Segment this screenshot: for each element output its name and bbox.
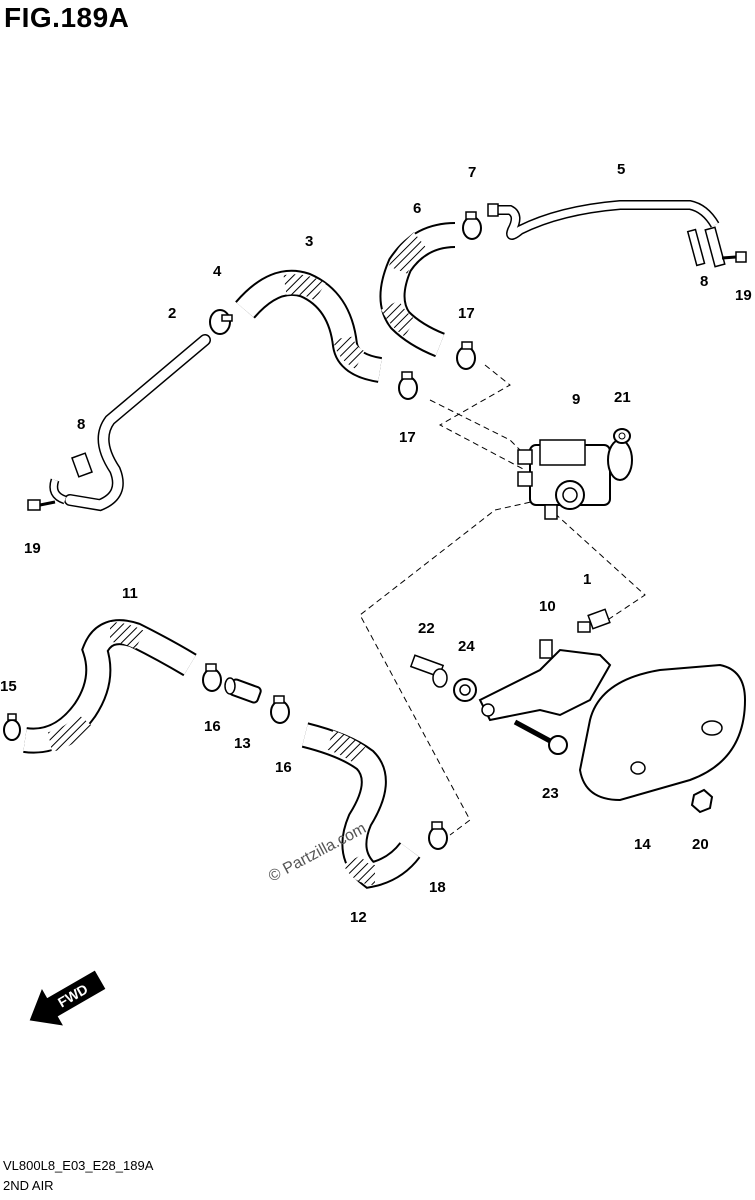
callout-18: 18 xyxy=(429,879,446,896)
bolt-19-left xyxy=(27,499,56,511)
callout-17-upper: 17 xyxy=(458,305,475,322)
hose-11 xyxy=(23,619,197,754)
cover-14 xyxy=(578,663,747,802)
callout-23: 23 xyxy=(542,785,559,802)
nut-20 xyxy=(690,788,714,814)
callout-2: 2 xyxy=(168,305,176,322)
callout-5: 5 xyxy=(617,161,625,178)
hose-12 xyxy=(301,722,421,889)
callout-labels: 1 2 3 4 5 6 7 8 8 9 10 11 12 13 14 15 16… xyxy=(0,161,752,926)
callout-12: 12 xyxy=(350,909,367,926)
callout-15: 15 xyxy=(0,678,17,695)
callout-16-left: 16 xyxy=(204,718,221,735)
washer-21 xyxy=(613,428,631,444)
clamp-17-lower xyxy=(398,371,418,400)
callout-19-left: 19 xyxy=(24,540,41,557)
clamp-8-left xyxy=(71,452,93,478)
callout-24: 24 xyxy=(458,638,475,655)
footer-code: VL800L8_E03_E28_189A xyxy=(3,1158,154,1173)
bolt-19-right xyxy=(721,251,747,263)
callout-19-right: 19 xyxy=(735,287,752,304)
figure-title: FIG.189A xyxy=(4,2,130,33)
bolt-23 xyxy=(513,719,568,755)
clamp-4 xyxy=(209,309,233,335)
bolt-22 xyxy=(409,654,448,688)
clamp-17-upper xyxy=(456,341,476,370)
callout-8-right: 8 xyxy=(700,273,708,290)
callout-16-right: 16 xyxy=(275,759,292,776)
clamp-18 xyxy=(428,821,448,850)
hose-3 xyxy=(235,269,383,383)
bracket-10 xyxy=(478,639,612,722)
hose-6 xyxy=(379,222,456,358)
sensor-10 xyxy=(577,608,611,633)
clamp-15 xyxy=(3,713,21,741)
callout-4: 4 xyxy=(213,263,222,280)
callout-17-lower: 17 xyxy=(399,429,416,446)
callout-11: 11 xyxy=(122,585,138,602)
fwd-arrow: FWD xyxy=(29,970,106,1026)
callout-13: 13 xyxy=(234,735,251,752)
callout-14: 14 xyxy=(634,836,651,853)
callout-22: 22 xyxy=(418,620,435,637)
callout-10: 10 xyxy=(539,598,556,615)
callout-7: 7 xyxy=(468,164,476,181)
joint-13 xyxy=(224,677,262,704)
hose-2 xyxy=(49,334,211,512)
clamp-8-right xyxy=(686,226,726,268)
clamp-16-right xyxy=(270,695,290,724)
callout-9: 9 xyxy=(572,391,580,408)
callout-6: 6 xyxy=(413,200,421,217)
callout-8-left: 8 xyxy=(77,416,85,433)
callout-20: 20 xyxy=(692,836,709,853)
callout-1: 1 xyxy=(583,571,591,588)
clamp-7 xyxy=(462,211,482,240)
reed-valve-9 xyxy=(517,439,633,520)
pipe-5 xyxy=(487,200,720,240)
callout-3: 3 xyxy=(305,233,313,250)
clamp-16-left xyxy=(202,663,222,692)
grommet-24 xyxy=(453,678,477,702)
callout-21: 21 xyxy=(614,389,631,406)
footer-subtitle: 2ND AIR xyxy=(3,1178,54,1193)
